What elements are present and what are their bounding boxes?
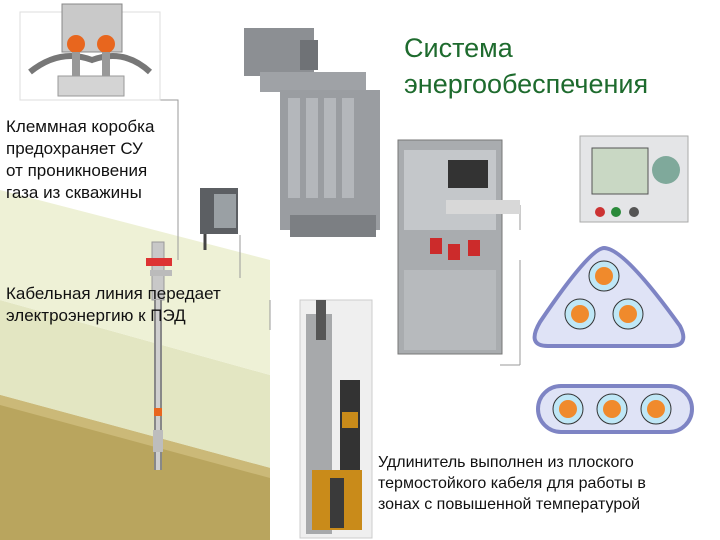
ground-illustration xyxy=(0,190,270,540)
cable-head-illustration xyxy=(19,3,161,101)
cable-line-caption: Кабельная линия передает электроэнергию … xyxy=(6,284,221,325)
downhole-equipment-illustration xyxy=(299,299,373,539)
junction-box-caption: Клеммная коробка предохраняет СУ от прон… xyxy=(6,117,155,202)
control-station-illustration xyxy=(397,139,520,355)
transformer-illustration xyxy=(244,28,380,237)
round-cable-section-icon xyxy=(532,245,686,348)
page-title: Система энергообеспечения xyxy=(404,33,649,99)
junction-box-illustration xyxy=(200,188,238,250)
well-illustration xyxy=(146,241,172,470)
flat-cable-section-icon xyxy=(536,384,694,434)
extension-cable-caption: Удлинитель выполнен из плоского термосто… xyxy=(378,454,646,513)
controller-panel-illustration xyxy=(579,135,689,223)
